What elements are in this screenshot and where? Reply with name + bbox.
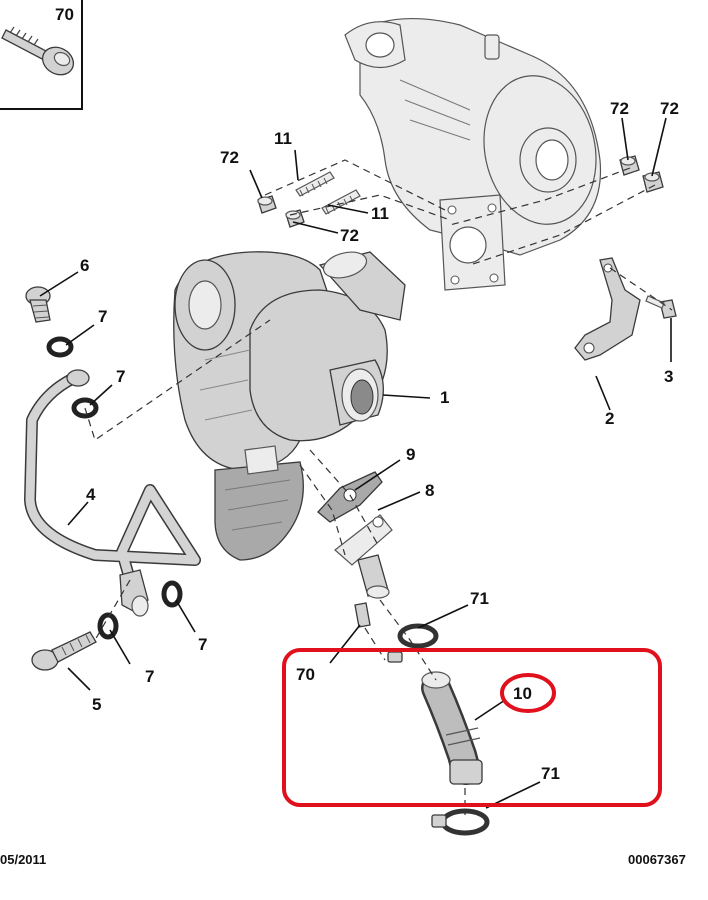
label-1: 1 <box>440 388 449 407</box>
adapter-8 <box>334 514 393 599</box>
label-11-a: 11 <box>274 129 292 148</box>
hose-clip-71-lower <box>431 808 490 836</box>
studs-and-nuts <box>257 155 664 228</box>
label-7-a: 7 <box>98 307 107 326</box>
gasket-9 <box>317 471 383 523</box>
label-6: 6 <box>80 256 89 275</box>
label-70-inset: 70 <box>55 5 74 24</box>
screw-70 <box>354 602 371 628</box>
stud-11-upper <box>295 171 335 197</box>
label-3: 3 <box>664 367 673 386</box>
inset-box-70: 70 <box>0 0 83 110</box>
banjo-bolt-5 <box>31 631 97 671</box>
label-9: 9 <box>406 445 415 464</box>
part-labels: 1 2 3 4 5 6 7 7 7 7 8 9 10 11 11 70 71 7… <box>80 99 679 783</box>
highlight-circle-10 <box>500 673 556 713</box>
nut-72-right-a <box>619 155 640 176</box>
label-71-a: 71 <box>470 589 489 608</box>
label-8: 8 <box>425 481 434 500</box>
hose-10 <box>421 671 483 785</box>
highlight-frame <box>282 648 662 807</box>
label-72-d: 72 <box>660 99 679 118</box>
bracket-2 <box>574 257 641 361</box>
label-70-b: 70 <box>296 665 315 684</box>
turbocharger-1 <box>173 251 406 561</box>
alignment-dashes <box>84 159 673 815</box>
nut-72-left <box>257 195 277 214</box>
label-71-b: 71 <box>541 764 560 783</box>
label-72-b: 72 <box>340 226 359 245</box>
label-5: 5 <box>92 695 101 714</box>
label-2: 2 <box>605 409 614 428</box>
leader-lines <box>39 117 672 809</box>
label-7-b: 7 <box>116 367 125 386</box>
label-11-b: 11 <box>371 204 389 223</box>
oil-pipe-4 <box>24 369 201 617</box>
nut-72-lower <box>285 209 305 228</box>
footer-date: 05/2011 <box>0 852 46 867</box>
screw-3 <box>645 295 677 319</box>
cap-screw-icon <box>1 26 75 76</box>
washers-7 <box>46 336 183 640</box>
nut-72-right-b <box>642 171 664 193</box>
label-7-d: 7 <box>145 667 154 686</box>
label-72-c: 72 <box>610 99 629 118</box>
banjo-bolt-6 <box>25 286 51 323</box>
label-10: 10 <box>513 684 532 703</box>
stud-11-lower <box>321 189 361 215</box>
footer-reference: 00067367 <box>628 852 686 867</box>
turbo-rear-housing <box>344 17 602 291</box>
label-7-c: 7 <box>198 635 207 654</box>
label-4: 4 <box>86 485 96 504</box>
label-72-a: 72 <box>220 148 239 167</box>
